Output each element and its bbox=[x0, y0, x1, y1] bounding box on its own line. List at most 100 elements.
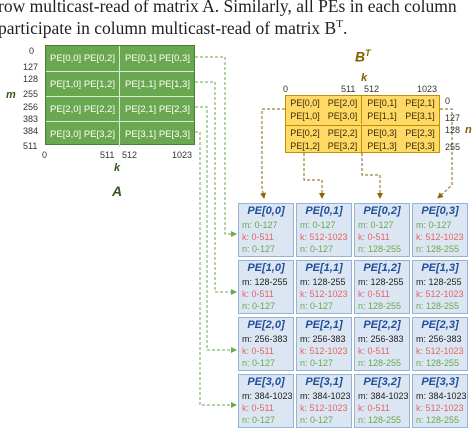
pe-k-range: k: 0-511 bbox=[242, 232, 274, 242]
a-col-tick-3: 1023 bbox=[172, 150, 193, 160]
matrix-bt-cell-line: PE[2,2] bbox=[327, 128, 358, 138]
pe-k-range: k: 0-511 bbox=[358, 232, 390, 242]
caption-line-2: participate in column multicast-read of … bbox=[0, 18, 347, 39]
caption-line-2-text: participate in column multicast-read of … bbox=[0, 18, 337, 38]
matrix-a-cell: PE[0,1] PE[0,3] bbox=[125, 53, 190, 64]
matrix-bt: PE[0,0] PE[1,0] PE[2,0] PE[3,0] PE[0,1] PE[… bbox=[285, 95, 440, 154]
pe-title: PE[0,2] bbox=[363, 205, 401, 217]
matrix-bt-cell-line: PE[3,2] bbox=[327, 141, 358, 151]
pe-n-range: n: 0-127 bbox=[242, 301, 276, 311]
pe-n-range: n: 128-255 bbox=[416, 358, 460, 368]
bt-col-tick-0: 0 bbox=[283, 84, 289, 94]
matrix-bt-cell-line: PE[1,0] bbox=[290, 111, 320, 121]
matrix-bt-label-sup: T bbox=[365, 48, 371, 58]
pe-k-range: k: 512-1023 bbox=[300, 346, 348, 356]
matrix-bt-cell-line: PE[2,0] bbox=[327, 98, 358, 108]
pe-k-range: k: 0-511 bbox=[242, 289, 274, 299]
pe-title: PE[2,0] bbox=[247, 319, 285, 331]
pe-k-range: k: 0-511 bbox=[358, 403, 390, 413]
a-row-tick-2: 128 bbox=[23, 74, 39, 84]
pe-k-range: k: 512-1023 bbox=[300, 403, 348, 413]
pe-title: PE[3,1] bbox=[305, 376, 343, 388]
matrix-a-cell: PE[3,1] PE[3,3] bbox=[125, 129, 190, 140]
pe-m-range: m: 384-1023 bbox=[358, 391, 409, 401]
matrix-bt-cell-line: PE[2,1] bbox=[405, 98, 435, 108]
matrix-bt-cell: PE[0,2]PE[1,2] bbox=[286, 126, 324, 154]
pe-k-range: k: 0-511 bbox=[242, 346, 274, 356]
pe-m-range: m: 256-383 bbox=[300, 334, 346, 344]
pe-k-range: k: 512-1023 bbox=[416, 289, 464, 299]
matrix-bt-row-0: PE[0,0] PE[1,0] PE[2,0] PE[3,0] PE[0,1] PE[… bbox=[286, 96, 439, 124]
a-row-tick-7: 511 bbox=[23, 141, 38, 151]
matrix-bt-cell: PE[0,0] PE[1,0] bbox=[286, 96, 324, 124]
matrix-bt-cell-line: PE[1,1] bbox=[367, 111, 397, 121]
col-arrow-1 bbox=[303, 153, 325, 199]
pe-k-range: k: 512-1023 bbox=[300, 289, 348, 299]
pe-cell-3-2: PE[3,2] m: 384-1023 k: 0-511 n: 128-255 bbox=[354, 374, 410, 428]
caption-line-2-sup: T bbox=[336, 18, 343, 31]
pe-cell-3-3: PE[3,3] m: 384-1023 k: 512-1023 n: 128-2… bbox=[412, 374, 468, 428]
a-row-axis-label: m bbox=[6, 89, 16, 101]
pe-m-range: m: 128-255 bbox=[242, 277, 288, 287]
matrix-bt-cell-line: PE[2,3] bbox=[405, 128, 435, 138]
matrix-bt-cell-line: PE[0,1] bbox=[367, 98, 397, 108]
bt-row-axis-label: n bbox=[465, 124, 472, 136]
matrix-a-cell: PE[2,0] PE[2,2] bbox=[46, 97, 120, 122]
col-arrow-3 bbox=[437, 108, 453, 199]
pe-cell-3-0: PE[3,0] m: 384-1023 k: 0-511 n: 0-127 bbox=[238, 374, 294, 428]
pe-m-range: m: 0-127 bbox=[300, 220, 336, 230]
pe-title: PE[3,0] bbox=[247, 376, 285, 388]
caption-line-2-suffix: . bbox=[342, 18, 348, 38]
pe-k-range: k: 512-1023 bbox=[416, 403, 464, 413]
pe-m-range: m: 0-127 bbox=[358, 220, 394, 230]
pe-cell-3-1: PE[3,1] m: 384-1023 k: 512-1023 n: 0-127 bbox=[296, 374, 352, 428]
bt-row-tick-0: 0 bbox=[445, 96, 451, 106]
pe-k-range: k: 512-1023 bbox=[416, 346, 464, 356]
pe-m-range: m: 128-255 bbox=[416, 277, 462, 287]
pe-n-range: n: 0-127 bbox=[242, 415, 276, 425]
matrix-bt-cell: PE[2,0] PE[3,0] bbox=[324, 96, 362, 124]
pe-k-range: k: 512-1023 bbox=[416, 232, 464, 242]
matrix-bt-cell: PE[0,3]PE[1,3] bbox=[363, 126, 401, 154]
bt-col-axis-label: k bbox=[361, 72, 368, 84]
bt-row-tick-2: 128 bbox=[445, 125, 461, 135]
pe-k-range: k: 512-1023 bbox=[300, 232, 348, 242]
bt-row-tick-3: 255 bbox=[445, 142, 461, 152]
pe-title: PE[1,2] bbox=[363, 262, 401, 274]
pe-n-range: n: 128-255 bbox=[358, 301, 402, 311]
matrix-a-row-2: PE[2,0] PE[2,2] PE[2,1] PE[2,3] bbox=[46, 96, 194, 122]
pe-m-range: m: 128-255 bbox=[300, 277, 346, 287]
matrix-a-row-1: PE[1,0] PE[1,2] PE[1,1] PE[1,3] bbox=[46, 71, 194, 97]
pe-k-range: k: 0-511 bbox=[242, 403, 274, 413]
pe-cell-0-2: PE[0,2] m: 0-127 k: 0-511 n: 128-255 bbox=[354, 203, 410, 257]
pe-n-range: n: 0-127 bbox=[300, 358, 334, 368]
pe-n-range: n: 0-127 bbox=[242, 244, 276, 254]
matrix-a-cell: PE[3,0] PE[3,2] bbox=[46, 122, 120, 147]
matrix-a-cell: PE[2,1] PE[2,3] bbox=[125, 104, 190, 115]
pe-cell-0-1: PE[0,1] m: 0-127 k: 512-1023 n: 0-127 bbox=[296, 203, 352, 257]
pe-title: PE[3,2] bbox=[363, 376, 401, 388]
matrix-a-row-0: PE[0,0] PE[0,2] PE[0,1] PE[0,3] bbox=[46, 46, 194, 71]
matrix-bt-cell: PE[2,2] PE[3,2] bbox=[324, 126, 362, 154]
row-arrow-1 bbox=[195, 81, 237, 295]
pe-title: PE[2,2] bbox=[363, 319, 401, 331]
pe-n-range: n: 128-255 bbox=[416, 301, 460, 311]
pe-cell-2-0: PE[2,0] m: 256-383 k: 0-511 n: 0-127 bbox=[238, 317, 294, 371]
a-row-tick-5: 383 bbox=[23, 114, 39, 124]
a-row-tick-6: 384 bbox=[23, 126, 39, 136]
col-arrow-0 bbox=[260, 108, 285, 199]
matrix-bt-cell-line: PE[3,0] bbox=[327, 111, 358, 121]
a-col-tick-2: 512 bbox=[122, 150, 138, 160]
a-row-tick-1: 127 bbox=[23, 62, 39, 72]
pe-n-range: n: 128-255 bbox=[416, 244, 460, 254]
pe-cell-2-3: PE[2,3] m: 256-383 k: 512-1023 n: 128-25… bbox=[412, 317, 468, 371]
matrix-bt-cell-line: PE[3,3] bbox=[405, 141, 435, 151]
pe-n-range: n: 0-127 bbox=[300, 244, 334, 254]
matrix-bt-cell-line: PE[0,0] bbox=[290, 98, 320, 108]
matrix-a-cell: PE[0,0] PE[0,2] bbox=[46, 46, 120, 71]
matrix-bt-cell-line: PE[0,2] bbox=[290, 128, 320, 138]
a-col-tick-1: 511 bbox=[100, 150, 115, 160]
pe-k-range: k: 0-511 bbox=[358, 346, 390, 356]
pe-title: PE[0,3] bbox=[421, 205, 459, 217]
